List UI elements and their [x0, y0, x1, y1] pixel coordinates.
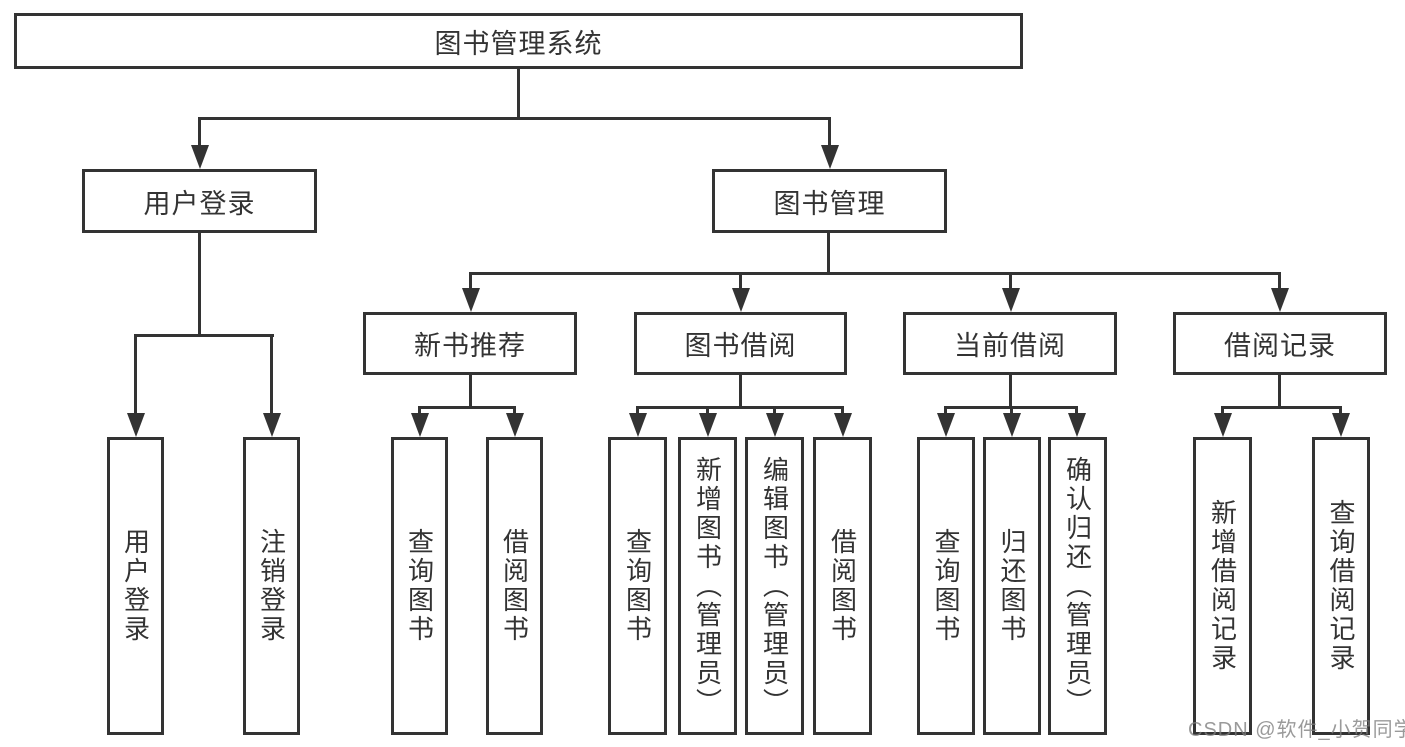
arrowhead-user-login [191, 145, 209, 169]
arrowhead-borrow-records [1271, 288, 1289, 312]
arrowhead-g2-leaf2 [506, 413, 524, 437]
connector-book-mgmt-down [827, 233, 830, 275]
leaf-query-books-current: 查询图书 [917, 437, 975, 735]
arrowhead-g4-leaf3 [1068, 413, 1086, 437]
connector-level3-bar [469, 272, 1281, 275]
arrowhead-g4-leaf1 [937, 413, 955, 437]
connector-user-login-down [198, 233, 201, 336]
connector-book-borrow-arrow-stem [739, 273, 742, 291]
connector-g2-leaf2-stem [513, 407, 516, 417]
connector-g5-leaf1-stem [1221, 407, 1224, 417]
connector-book-mgmt-arrow-stem [828, 118, 831, 150]
arrowhead-g2-leaf1 [411, 413, 429, 437]
connector-g3-leaf2-stem [706, 407, 709, 417]
connector-g4-down [1009, 375, 1012, 409]
leaf-query-books-borrowing: 查询图书 [608, 437, 667, 735]
connector-user-login-bar [134, 334, 274, 337]
leaf-logout: 注销登录 [243, 437, 300, 735]
connector-g3-leaf1-stem [636, 407, 639, 417]
arrowhead-g5-leaf1 [1214, 413, 1232, 437]
connector-root-stem [517, 68, 520, 119]
connector-borrow-records-arrow-stem [1278, 273, 1281, 291]
connector-g2-leaf1-stem [418, 407, 421, 417]
leaf-borrow-books-borrowing: 借阅图书 [813, 437, 872, 735]
watermark: CSDN @软件_小贺同学 [1188, 719, 1405, 741]
arrowhead-book-mgmt [821, 145, 839, 169]
connector-current-borrow-arrow-stem [1009, 273, 1012, 291]
connector-g2-down [469, 375, 472, 409]
node-current-borrowing: 当前借阅 [903, 312, 1117, 375]
leaf-return-books: 归还图书 [983, 437, 1041, 735]
leaf-edit-books-admin: 编辑图书（管理员） [745, 437, 804, 735]
connector-g3-down [739, 375, 742, 409]
connector-g5-bar [1221, 406, 1342, 409]
leaf-add-borrow-record: 新增借阅记录 [1193, 437, 1252, 735]
arrowhead-leaf-logout [263, 413, 281, 437]
connector-level2-bar [198, 117, 831, 120]
node-borrow-records: 借阅记录 [1173, 312, 1387, 375]
connector-g3-bar [636, 406, 844, 409]
arrowhead-g3-leaf1 [629, 413, 647, 437]
leaf-add-books-admin: 新增图书（管理员） [678, 437, 737, 735]
connector-g3-leaf4-stem [841, 407, 844, 417]
arrowhead-leaf-user-login [127, 413, 145, 437]
node-book-management: 图书管理 [712, 169, 947, 233]
node-library-system: 图书管理系统 [14, 13, 1023, 69]
arrowhead-g5-leaf2 [1332, 413, 1350, 437]
connector-leaf-user-login-stem [134, 335, 137, 417]
connector-user-login-arrow-stem [198, 118, 201, 150]
connector-new-book-arrow-stem [469, 273, 472, 291]
arrowhead-g4-leaf2 [1003, 413, 1021, 437]
connector-g4-leaf1-stem [944, 407, 947, 417]
connector-g5-down [1278, 375, 1281, 409]
connector-g4-leaf3-stem [1075, 407, 1078, 417]
node-book-borrowing: 图书借阅 [634, 312, 847, 375]
connector-g5-leaf2-stem [1339, 407, 1342, 417]
arrowhead-current-borrowing [1002, 288, 1020, 312]
leaf-user-login: 用户登录 [107, 437, 164, 735]
arrowhead-g3-leaf3 [766, 413, 784, 437]
connector-g3-leaf3-stem [773, 407, 776, 417]
arrowhead-g3-leaf4 [834, 413, 852, 437]
arrowhead-book-borrowing [732, 288, 750, 312]
arrowhead-new-book-rec [462, 288, 480, 312]
leaf-query-borrow-record: 查询借阅记录 [1312, 437, 1370, 735]
connector-g4-leaf2-stem [1010, 407, 1013, 417]
leaf-query-books-recommend: 查询图书 [391, 437, 448, 735]
leaf-borrow-books-recommend: 借阅图书 [486, 437, 543, 735]
leaf-confirm-return-admin: 确认归还（管理员） [1048, 437, 1107, 735]
node-new-book-recommend: 新书推荐 [363, 312, 577, 375]
node-user-login-branch: 用户登录 [82, 169, 317, 233]
arrowhead-g3-leaf2 [699, 413, 717, 437]
connector-g2-bar [418, 406, 516, 409]
connector-leaf-logout-stem [270, 335, 273, 417]
